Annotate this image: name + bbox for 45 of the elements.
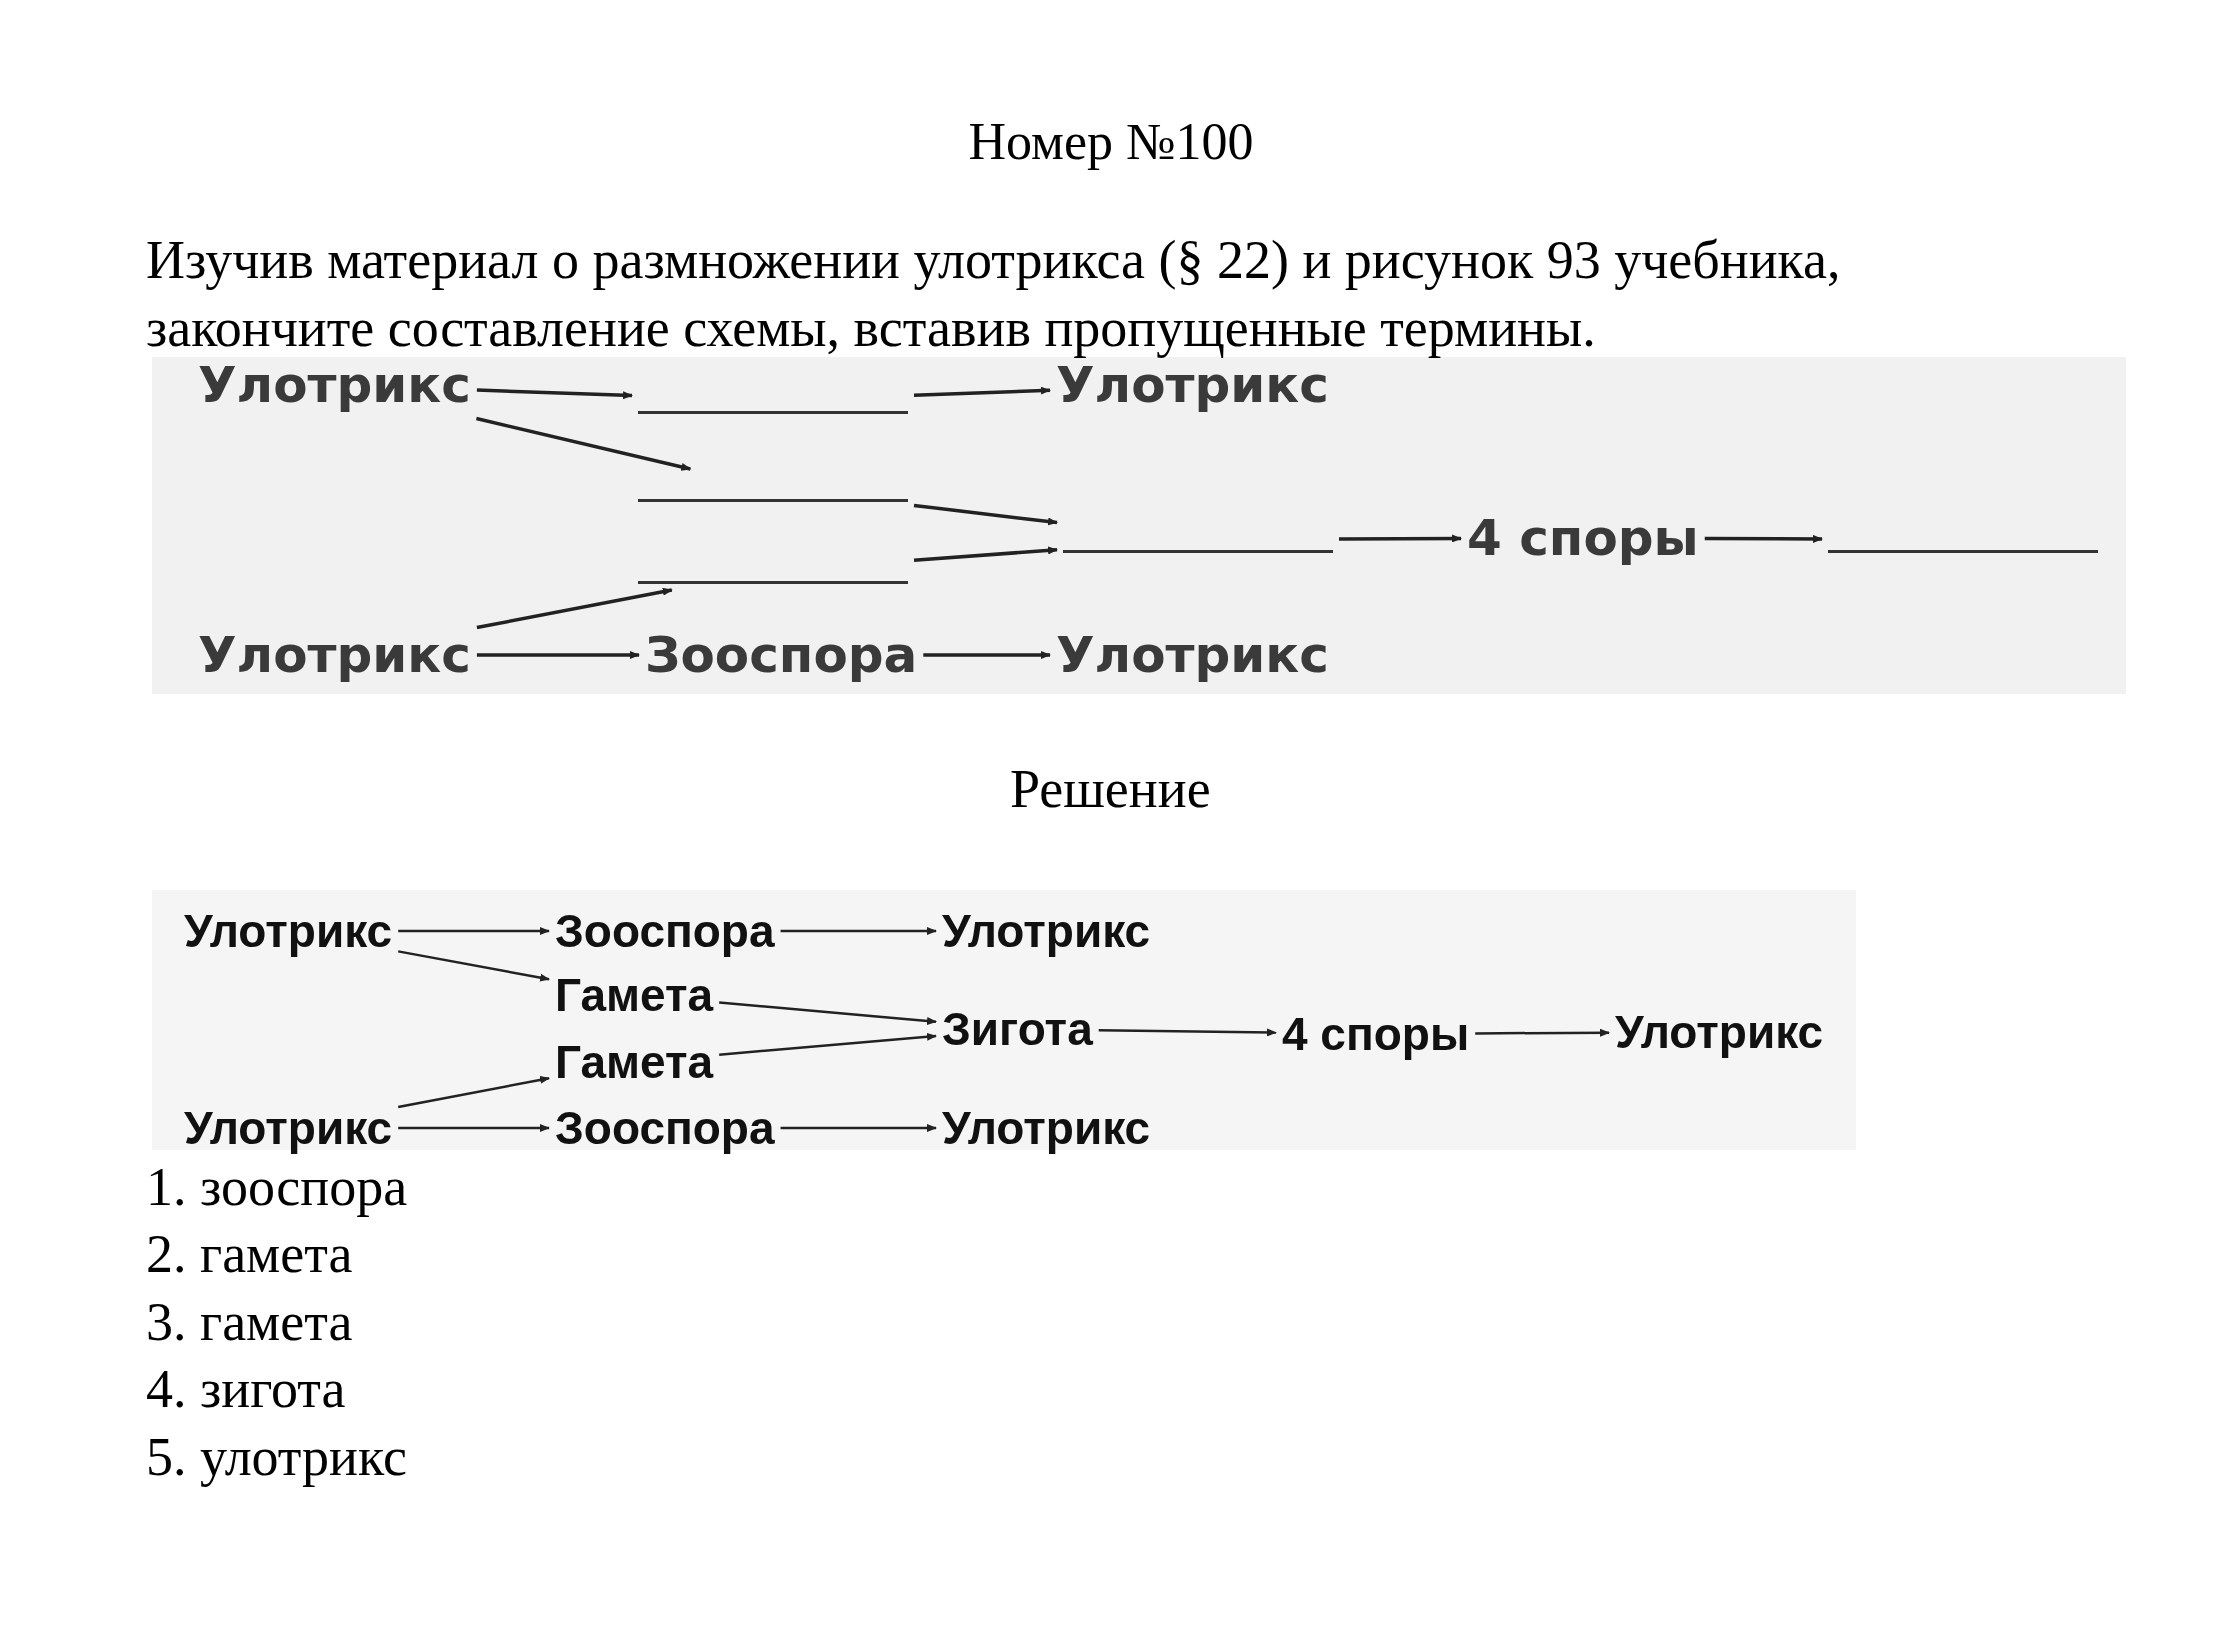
arrow — [780, 1124, 937, 1132]
title: Номер №100 — [967, 112, 1255, 172]
term: Улотрикс — [942, 1102, 1151, 1154]
answer-line: 1. зооспора — [146, 1156, 408, 1219]
arrow — [1704, 534, 1823, 543]
answer-line: 2. гамета — [146, 1223, 353, 1286]
arrow — [719, 1032, 937, 1056]
term: Улотрикс — [942, 905, 1151, 957]
term: Улотрикс — [1056, 627, 1329, 683]
answer-line: 5. улотрикс — [146, 1426, 407, 1489]
term: Улотрикс — [184, 905, 393, 957]
term: Гамета — [555, 1036, 714, 1088]
term: 4 споры — [1282, 1008, 1470, 1060]
answer-line: 3. гамета — [146, 1291, 353, 1354]
arrow — [476, 388, 633, 400]
arrow — [780, 927, 937, 935]
term: Зигота — [942, 1003, 1093, 1055]
arrow — [476, 416, 692, 471]
term: Улотрикс — [1056, 357, 1329, 413]
term: Улотрикс — [1615, 1006, 1824, 1058]
arrow — [397, 1076, 550, 1109]
arrow — [1475, 1028, 1610, 1037]
term: Зооспора — [555, 905, 775, 957]
arrow — [398, 1124, 550, 1132]
arrow — [923, 651, 1051, 659]
arrow — [1339, 534, 1462, 543]
term: 4 споры — [1467, 510, 1699, 566]
arrow — [397, 950, 550, 982]
term: Зооспора — [645, 627, 918, 683]
term: Улотрикс — [198, 627, 471, 683]
task-text: Изучив материал о размножении улотрикса (§ 22) и рисунок 93 учебника, закончите составление схемы, вставив пропущенные термины. — [146, 229, 1842, 360]
term: Улотрикс — [184, 1102, 393, 1154]
term: Улотрикс — [198, 357, 471, 413]
arrow — [398, 927, 550, 935]
arrow — [719, 1001, 937, 1025]
term: Гамета — [555, 969, 714, 1021]
term: Зооспора — [555, 1102, 775, 1154]
arrow — [913, 546, 1058, 562]
arrow — [913, 386, 1051, 398]
answer-line: 4. зигота — [146, 1358, 346, 1421]
arrow — [476, 651, 640, 659]
arrow — [1098, 1028, 1277, 1037]
arrow — [476, 587, 673, 630]
solution-heading: Решение — [1010, 758, 1211, 821]
arrow — [913, 503, 1058, 526]
